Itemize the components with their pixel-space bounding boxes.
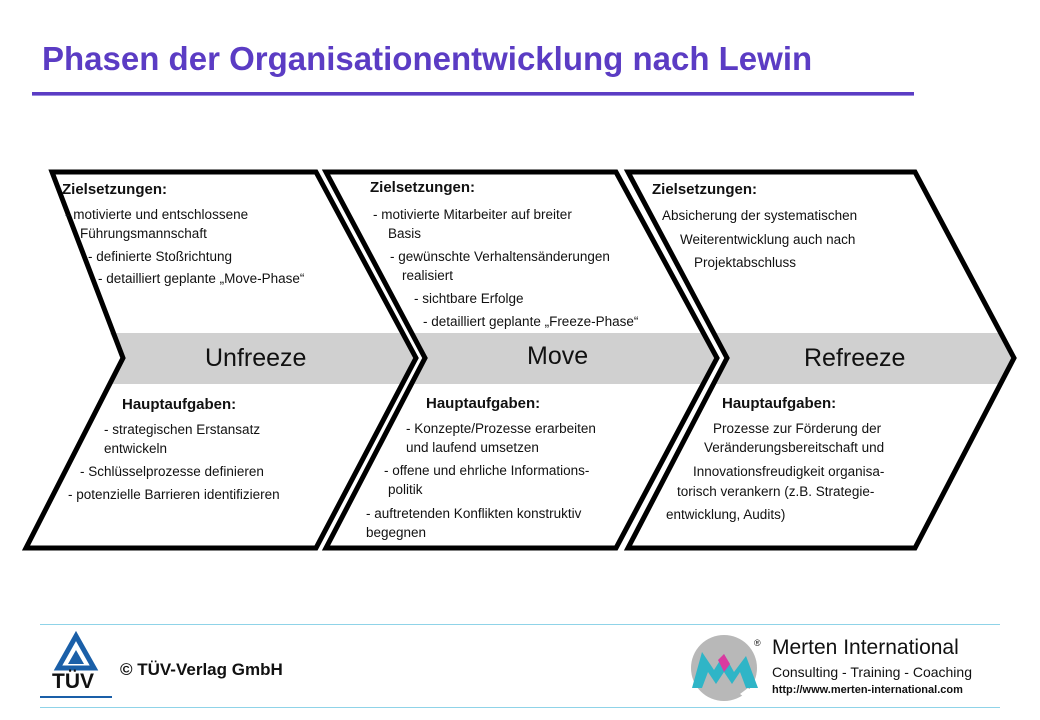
company-url: http://www.merten-international.com [772,684,963,696]
title-underline [32,92,914,96]
merten-logo-icon [691,635,760,704]
unfreeze-goal-line: - detailliert geplante „Move-Phase“ [98,271,305,286]
move-goal-line: - sichtbare Erfolge [414,291,524,306]
move-chevron-band [412,333,717,384]
unfreeze-task-line: entwickeln [104,441,168,456]
move-goal-line: Basis [388,226,422,241]
move-goals-heading: Zielsetzungen: [370,179,476,196]
unfreeze-tasks-heading: Hauptaufgaben: [122,396,237,413]
move-goal-line: - detailliert geplante „Freeze-Phase“ [423,314,639,329]
company-name: Merten International [772,636,959,659]
unfreeze-goal-line: Führungsmannschaft [80,226,207,241]
registered-mark: ® [754,638,761,648]
unfreeze-goal-line: - motivierte und entschlossene [65,207,249,222]
move-task-line: - Konzepte/Prozesse erarbeiten [406,421,596,436]
unfreeze-task-line: - strategischen Erstansatz [104,422,261,437]
refreeze-task-line: Innovationsfreudigkeit organisa- [693,464,885,479]
unfreeze-task-line: - potenzielle Barrieren identifizieren [68,487,280,502]
page-title: Phasen der Organisationentwicklung nach … [42,40,813,77]
refreeze-task-line: Prozesse zur Förderung der [713,421,882,436]
phase-label-move: Move [527,342,589,370]
move-chevron-outline [321,169,720,551]
copyright-text: © TÜV-Verlag GmbH [120,660,283,679]
move-task-line: und laufend umsetzen [406,440,539,455]
refreeze-task-line: Veränderungsbereitschaft und [704,440,885,455]
refreeze-chevron-band [714,333,1014,384]
tuv-triangle-icon [53,630,99,671]
refreeze-goal-line: Absicherung der systematischen [662,208,858,223]
move-task-line: politik [388,482,423,497]
tuv-logo-underline [40,696,112,698]
footer-rule-top [40,624,1000,625]
move-task-line: - auftretenden Konflikten konstruktiv [366,506,582,521]
phase-label-unfreeze: Unfreeze [205,344,307,372]
unfreeze-goals-heading: Zielsetzungen: [62,181,168,198]
move-goal-line: - motivierte Mitarbeiter auf breiter [373,207,572,222]
tuv-logo: TÜV [40,630,112,698]
refreeze-goals-heading: Zielsetzungen: [652,181,758,198]
phase-label-refreeze: Refreeze [804,344,906,372]
refreeze-tasks-heading: Hauptaufgaben: [722,395,837,412]
unfreeze-goal-line: - definierte Stoßrichtung [88,249,233,264]
move-tasks-heading: Hauptaufgaben: [426,395,541,412]
move-goal-line: - gewünschte Verhaltensänderungen [390,249,610,264]
move-task-line: begegnen [366,525,427,540]
unfreeze-chevron-outline [21,169,419,551]
refreeze-goal-line: Projektabschluss [694,255,797,270]
refreeze-goal-line: Weiterentwicklung auch nach [680,232,856,247]
move-task-line: - offene und ehrliche Informations- [384,463,590,478]
footer-rule-bottom [40,707,1000,708]
move-goal-line: realisiert [402,268,454,283]
unfreeze-task-line: - Schlüsselprozesse definieren [80,464,264,479]
refreeze-task-line: entwicklung, Audits) [666,507,786,522]
refreeze-task-line: torisch verankern (z.B. Strategie- [677,484,875,499]
company-tagline: Consulting - Training - Coaching [772,664,972,680]
unfreeze-chevron-top [22,172,416,358]
tuv-logo-text: TÜV [52,670,94,693]
refreeze-chevron-outline [623,169,1017,551]
unfreeze-chevron-band [110,333,416,384]
